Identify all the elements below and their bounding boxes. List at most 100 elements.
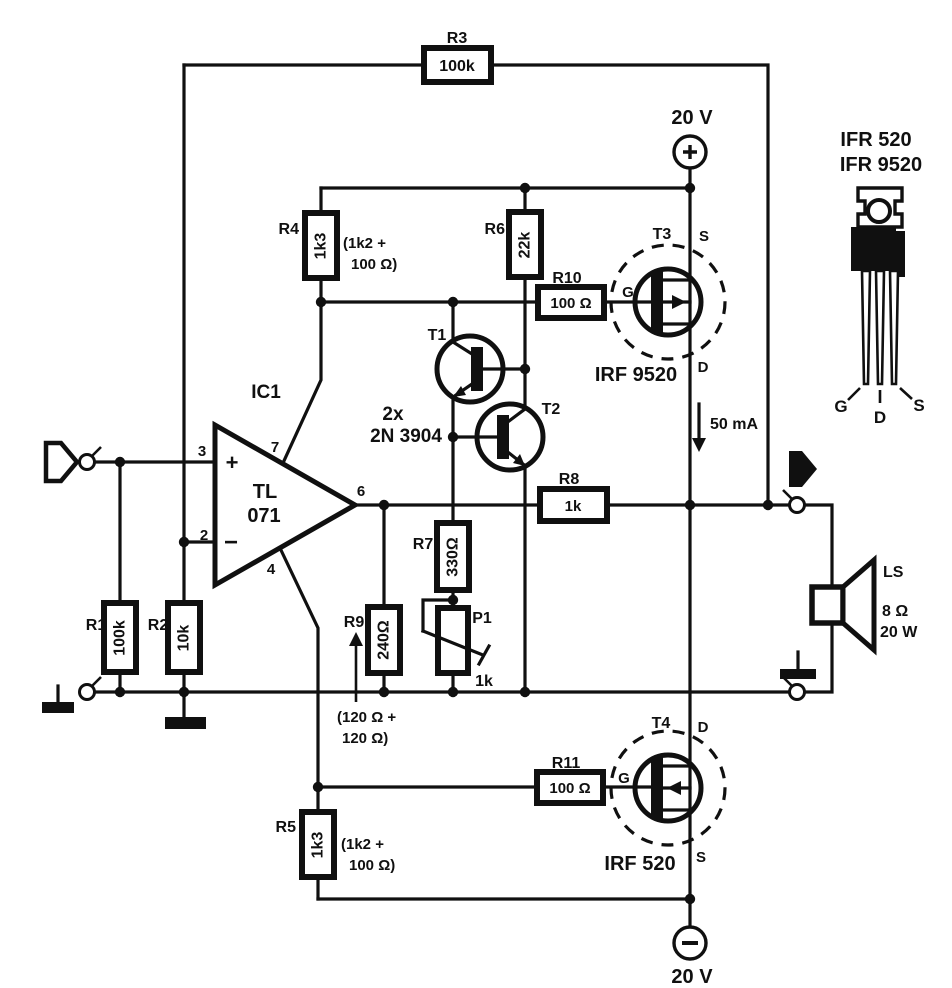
- neg-supply-voltage: 20 V: [671, 966, 713, 988]
- ic1-pin7: 7: [271, 439, 279, 456]
- wire-feedback-top-right: [489, 63, 770, 507]
- resistor-r11: [534, 769, 606, 806]
- junction: [178, 686, 190, 698]
- r2-ref: R2: [148, 617, 169, 634]
- p1-ref: P1: [472, 610, 492, 627]
- resistor-r8: [537, 486, 610, 524]
- ic1-plus-input: +: [226, 450, 239, 475]
- resistor-r4: [302, 210, 340, 281]
- resistor-r9: [365, 604, 403, 676]
- wire-speaker-return: [802, 620, 834, 694]
- bias-current-label: 50 mA: [710, 416, 758, 433]
- r10-val: 100 Ω: [550, 295, 591, 312]
- terminal-tick: [91, 446, 102, 457]
- junction: [447, 431, 459, 443]
- t1-emitter-arrow: [453, 386, 466, 397]
- wire-pin7-to-r4: [280, 276, 323, 466]
- t3-part: IRF 9520: [595, 364, 677, 386]
- package-body: [851, 227, 896, 271]
- resistor-r5: [299, 809, 337, 880]
- r4-note1: (1k2 +: [343, 235, 386, 252]
- t4-dashed-ring: [609, 729, 727, 847]
- ic1-minus-input: −: [224, 529, 238, 556]
- junction: [519, 363, 531, 375]
- t1-base-bar: [471, 347, 483, 391]
- resistor-r1: [101, 600, 139, 675]
- r11-val: 100 Ω: [549, 780, 590, 797]
- wires: [56, 63, 834, 929]
- junction: [378, 499, 390, 511]
- r11-ref: R11: [552, 755, 581, 772]
- t4-pin-d: D: [698, 719, 709, 736]
- t3-ref: T3: [653, 226, 672, 243]
- package-leg-g: [860, 269, 872, 386]
- p1-wiper-arrow: [420, 628, 486, 658]
- speaker-power: 20 W: [880, 624, 918, 641]
- t2-collector-diag: [506, 406, 528, 424]
- t2-base-bar: [497, 415, 509, 459]
- t4-pin-g: G: [618, 770, 630, 787]
- ground-icon: [165, 717, 206, 729]
- speaker-box: [809, 584, 846, 626]
- junction: [178, 536, 190, 548]
- junction: [447, 686, 459, 698]
- r2-val: 10k: [176, 625, 193, 652]
- package-lead-g-label: G: [834, 397, 847, 416]
- r4-val: 1k3: [313, 233, 330, 260]
- ground-icon: [42, 702, 74, 713]
- t2-ref: T2: [542, 401, 561, 418]
- output-ground-terminal: [788, 683, 806, 701]
- ic1-type-1: TL: [253, 481, 277, 503]
- package-mount-hole: [866, 198, 892, 224]
- package-inset: IFR 520 IFR 9520 G D S: [834, 129, 924, 427]
- resistor-r6: [506, 209, 544, 280]
- p1-val: 1k: [475, 673, 493, 690]
- ic1-type-2: 071: [247, 505, 280, 527]
- wire-pin4-to-r5: [277, 545, 320, 814]
- package-body-shadow: [896, 231, 905, 277]
- r9-note-arrow-head: [349, 632, 363, 646]
- t3-pin-d: D: [698, 359, 709, 376]
- junction: [315, 296, 327, 308]
- terminals-and-symbols: [42, 134, 817, 961]
- package-lead-s-label: S: [913, 396, 924, 415]
- resistor-r10: [535, 284, 607, 321]
- t3-arrow: [672, 295, 686, 309]
- t4-gate-bar: [651, 757, 663, 819]
- package-device-2: IFR 9520: [840, 154, 922, 176]
- junction: [114, 456, 126, 468]
- r5-note1: (1k2 +: [341, 836, 384, 853]
- package-lead-d-label: D: [874, 408, 886, 427]
- ic1-ref: IC1: [251, 382, 281, 403]
- output-terminal: [788, 496, 806, 514]
- package-lead-ticks: [847, 387, 913, 403]
- t3-dashed-ring: [609, 243, 727, 361]
- t1-collector-diag: [450, 339, 475, 357]
- resistor-r7: [434, 520, 472, 593]
- r7-val: 330Ω: [445, 537, 462, 577]
- junction: [447, 296, 459, 308]
- labels: R3 100k 20 V R4 1k3 (1k2 + 100 Ω) R6 22k…: [86, 30, 918, 988]
- output-arrow-icon: [789, 451, 817, 487]
- input-terminal: [78, 453, 96, 471]
- t4-ref: T4: [652, 715, 671, 732]
- junction: [684, 893, 696, 905]
- pair-note-2: 2N 3904: [370, 426, 442, 447]
- wire-to-speaker: [802, 503, 834, 590]
- r4-ref: R4: [279, 221, 300, 238]
- r9-val: 240Ω: [376, 620, 393, 660]
- terminal-tick: [782, 489, 793, 500]
- t1-ref: T1: [428, 327, 447, 344]
- ic1-pin3: 3: [198, 443, 206, 460]
- speaker-ref: LS: [883, 564, 904, 581]
- p1-wiper-tick: [476, 643, 492, 667]
- r4-note2: 100 Ω): [351, 256, 397, 273]
- plus-icon: [683, 145, 697, 159]
- t2-emitter-arrow: [513, 454, 525, 466]
- r1-val: 100k: [112, 620, 129, 656]
- junction: [378, 686, 390, 698]
- pair-note-1: 2x: [382, 404, 404, 425]
- r10-ref: R10: [552, 270, 581, 287]
